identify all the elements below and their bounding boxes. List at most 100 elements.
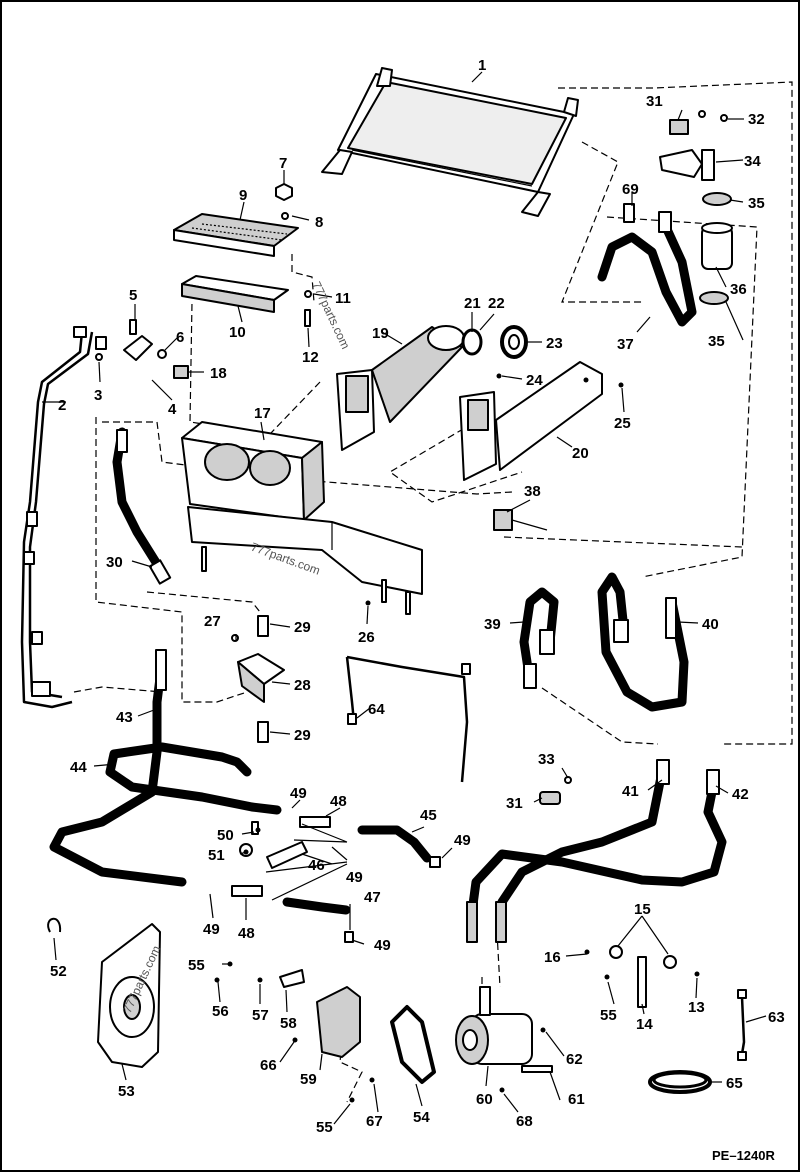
- callout-38: 38: [524, 483, 541, 500]
- callout-6: 6: [176, 329, 184, 346]
- hose-39: [519, 587, 559, 689]
- callout-34: 34: [744, 153, 761, 170]
- duct-seals: [461, 325, 528, 359]
- callout-12: 12: [302, 349, 319, 366]
- callout-2: 2: [58, 397, 66, 414]
- hose-40: [597, 572, 689, 712]
- callout-41: 41: [622, 783, 639, 800]
- callout-51: 51: [208, 847, 225, 864]
- callout-7: 7: [279, 155, 287, 172]
- heater-hose-43: [49, 649, 187, 887]
- callout-45: 45: [420, 807, 437, 824]
- callout-19: 19: [372, 325, 389, 342]
- expansion-valve: [493, 509, 548, 531]
- callout-11: 11: [335, 290, 351, 307]
- callout-31b: 31: [506, 795, 523, 812]
- callout-49b: 49: [454, 832, 471, 849]
- hose-37: [597, 203, 697, 327]
- air-filter: [173, 213, 299, 257]
- callout-49e: 49: [374, 937, 391, 954]
- callout-67: 67: [366, 1113, 383, 1130]
- callout-26: 26: [358, 629, 375, 646]
- clamp-lower: [539, 776, 572, 805]
- callout-36: 36: [730, 281, 747, 298]
- callout-13: 13: [688, 999, 705, 1016]
- callout-5: 5: [129, 287, 137, 304]
- callout-labels: 1 2 3 4 5 6 7 8 9 10 11 12 13 14 15 16 1…: [50, 57, 785, 1136]
- callout-35a: 35: [748, 195, 765, 212]
- dashed-group-lines: [73, 81, 793, 1103]
- callout-27: 27: [204, 613, 221, 630]
- callout-56: 56: [212, 1003, 229, 1020]
- callout-28: 28: [294, 677, 311, 694]
- callout-49a: 49: [290, 785, 307, 802]
- callout-43: 43: [116, 709, 133, 726]
- callout-58: 58: [280, 1015, 297, 1032]
- callout-17: 17: [254, 405, 271, 422]
- callout-1: 1: [478, 57, 486, 74]
- callout-64: 64: [368, 701, 385, 718]
- heater-fittings: [231, 816, 441, 943]
- callout-31a: 31: [646, 93, 663, 110]
- callout-42: 42: [732, 786, 749, 803]
- callout-4: 4: [168, 401, 177, 418]
- callout-55a: 55: [188, 957, 205, 974]
- callout-21: 21: [464, 295, 481, 312]
- callout-23: 23: [546, 335, 563, 352]
- callout-59: 59: [300, 1071, 317, 1088]
- callout-54: 54: [413, 1109, 430, 1126]
- callout-3: 3: [94, 387, 102, 404]
- fasteners-top: [275, 183, 312, 327]
- drive-belt: [390, 1005, 436, 1084]
- callout-29a: 29: [294, 619, 311, 636]
- callout-40: 40: [702, 616, 719, 633]
- callout-20: 20: [572, 445, 589, 462]
- callout-69: 69: [622, 181, 639, 198]
- callout-37: 37: [617, 336, 634, 353]
- callout-62: 62: [566, 1051, 583, 1068]
- callout-14: 14: [636, 1016, 653, 1033]
- heater-hose-30: [112, 427, 172, 585]
- callout-33: 33: [538, 751, 555, 768]
- callout-63: 63: [768, 1009, 785, 1026]
- thermostat-switch: [95, 319, 189, 379]
- callout-61: 61: [568, 1091, 585, 1108]
- callout-15: 15: [634, 901, 651, 918]
- heater-housing: [181, 421, 423, 615]
- fresh-air-filter: [181, 275, 289, 313]
- callout-35b: 35: [708, 333, 725, 350]
- ground-wire: [737, 989, 747, 1061]
- callout-46: 46: [308, 857, 325, 874]
- belt-shield: [279, 969, 361, 1058]
- callout-53: 53: [118, 1083, 135, 1100]
- callout-22: 22: [488, 295, 505, 312]
- callout-57: 57: [252, 1007, 269, 1024]
- outlet-duct: [459, 361, 603, 481]
- hose-41-42: [466, 759, 727, 943]
- water-valve: [231, 615, 285, 743]
- clamp-52: [47, 917, 62, 933]
- compressor: [455, 986, 553, 1073]
- tube-assembly-left: [20, 326, 107, 709]
- wire-harness-64: [345, 655, 471, 783]
- callout-30: 30: [106, 554, 123, 571]
- leader-lines: [42, 71, 767, 1125]
- callout-16: 16: [544, 949, 561, 966]
- callout-25: 25: [614, 415, 631, 432]
- callout-65: 65: [726, 1075, 743, 1092]
- drawing-code: PE–1240R: [712, 1148, 775, 1163]
- callout-48b: 48: [238, 925, 255, 942]
- callout-49c: 49: [346, 869, 363, 886]
- callout-32: 32: [748, 111, 765, 128]
- callout-49d: 49: [203, 921, 220, 938]
- callout-50: 50: [217, 827, 234, 844]
- callout-39: 39: [484, 616, 501, 633]
- callout-44: 44: [70, 759, 87, 776]
- callout-9: 9: [239, 187, 247, 204]
- pulley-cover: [97, 923, 161, 1068]
- callout-52: 52: [50, 963, 67, 980]
- callout-47: 47: [364, 889, 381, 906]
- callout-18: 18: [210, 365, 227, 382]
